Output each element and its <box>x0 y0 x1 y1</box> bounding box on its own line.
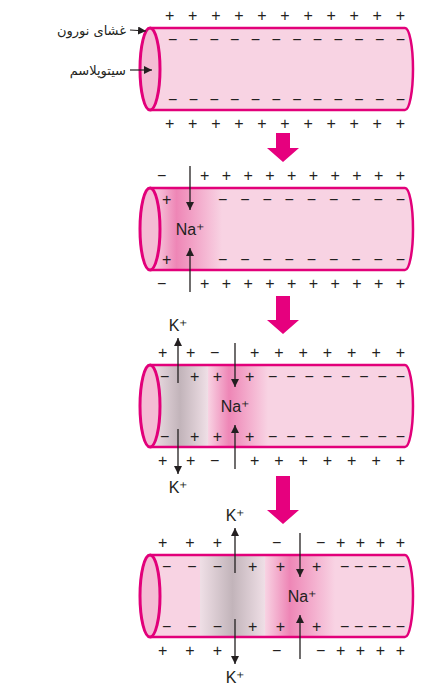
charge-row: − <box>272 533 281 552</box>
charge-row: − <box>157 166 166 185</box>
charge-row: + + + <box>158 533 222 552</box>
charge-row: − − − − − − − − − − − − <box>168 90 405 109</box>
charge-row: − <box>210 343 219 362</box>
ion-label: K⁺ <box>169 316 188 335</box>
charge-row: − − − − − <box>340 617 405 636</box>
charge-row: − <box>210 451 219 470</box>
charge-row: − − − − − − − − <box>268 367 405 386</box>
charge-row: + + <box>248 617 285 636</box>
ion-flow-arrow <box>234 528 235 573</box>
charge-row: + <box>312 617 321 636</box>
charge-row: − − − <box>162 557 222 576</box>
charge-row: + <box>245 367 254 386</box>
charge-row: + <box>162 250 171 269</box>
ion-flow-arrow <box>177 429 178 474</box>
ion-label: K⁺ <box>226 506 245 525</box>
ion-label: Na⁺ <box>176 220 204 239</box>
charge-row: + <box>158 451 167 470</box>
charge-row: + + <box>248 557 285 576</box>
charge-row: − <box>157 274 166 293</box>
charge-row: + + + + + + + + + + <box>200 274 405 293</box>
charge-row: − − − − − − − − − − − − <box>168 30 405 49</box>
charge-row: − − − <box>162 617 222 636</box>
charge-row: − <box>160 367 169 386</box>
axon-segment <box>140 555 413 637</box>
ion-flow-arrow <box>299 533 300 577</box>
charge-row: + <box>312 557 321 576</box>
charge-row: + <box>245 427 254 446</box>
charge-row: + + + + + + + <box>250 343 405 362</box>
charge-row: − <box>160 427 169 446</box>
step-arrow <box>267 296 299 334</box>
charge-row: + <box>186 343 195 362</box>
charge-row: − + + + + <box>316 533 405 552</box>
leader-line <box>130 30 146 31</box>
charge-row: + + <box>190 367 222 386</box>
charge-row: + + + + + + + <box>250 451 405 470</box>
ion-flow-arrow <box>299 615 300 659</box>
charge-row: + + + + + + + + + + + <box>165 6 405 25</box>
ion-flow-arrow <box>177 338 178 383</box>
charge-row: − − − − − <box>340 557 405 576</box>
charge-row: + <box>186 451 195 470</box>
charge-row: + <box>162 190 171 209</box>
callout-label: سیتوپلاسم <box>70 61 126 80</box>
axon-segment <box>140 28 413 110</box>
ion-flow-arrow <box>234 619 235 664</box>
axon-segment <box>140 188 413 270</box>
charge-row: − + + + + <box>316 641 405 660</box>
leader-line <box>130 69 152 70</box>
charge-row: − − − − − − − − − <box>218 250 405 269</box>
charge-row: − <box>272 641 281 660</box>
ion-flow-arrow <box>234 343 235 387</box>
ion-flow-arrow <box>189 248 190 292</box>
charge-row: − − − − − − − − − <box>218 190 405 209</box>
ion-flow-arrow <box>234 425 235 469</box>
axon-segment <box>140 365 413 447</box>
ion-label: K⁺ <box>226 668 245 687</box>
charge-row: + <box>158 343 167 362</box>
ion-label: Na⁺ <box>221 397 249 416</box>
charge-row: + + <box>190 427 222 446</box>
charge-row: + + + + + + + + + + + <box>165 114 405 133</box>
step-arrow <box>267 133 299 162</box>
callout-label: غشای نورون <box>57 21 126 40</box>
ion-label: K⁺ <box>169 478 188 497</box>
step-arrow <box>267 476 299 524</box>
ion-flow-arrow <box>189 166 190 210</box>
charge-row: + + + <box>158 641 222 660</box>
charge-row: − − − − − − − − <box>268 427 405 446</box>
ion-label: Na⁺ <box>288 587 316 606</box>
charge-row: + + + + + + + + + + <box>200 166 405 185</box>
